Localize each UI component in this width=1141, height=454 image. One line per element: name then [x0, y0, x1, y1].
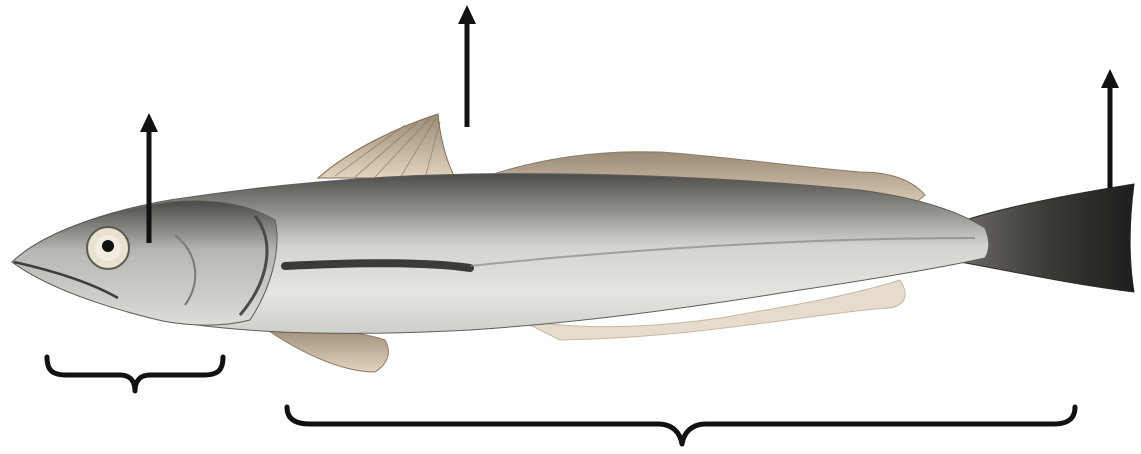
first-dorsal-fin [318, 114, 455, 178]
fish-head [12, 201, 277, 325]
dorsal-arrow [458, 5, 476, 127]
eye [87, 227, 129, 269]
fish [12, 114, 1134, 372]
head-brace [47, 357, 223, 391]
body-brace [287, 407, 1075, 444]
tail-arrow [1101, 69, 1119, 188]
